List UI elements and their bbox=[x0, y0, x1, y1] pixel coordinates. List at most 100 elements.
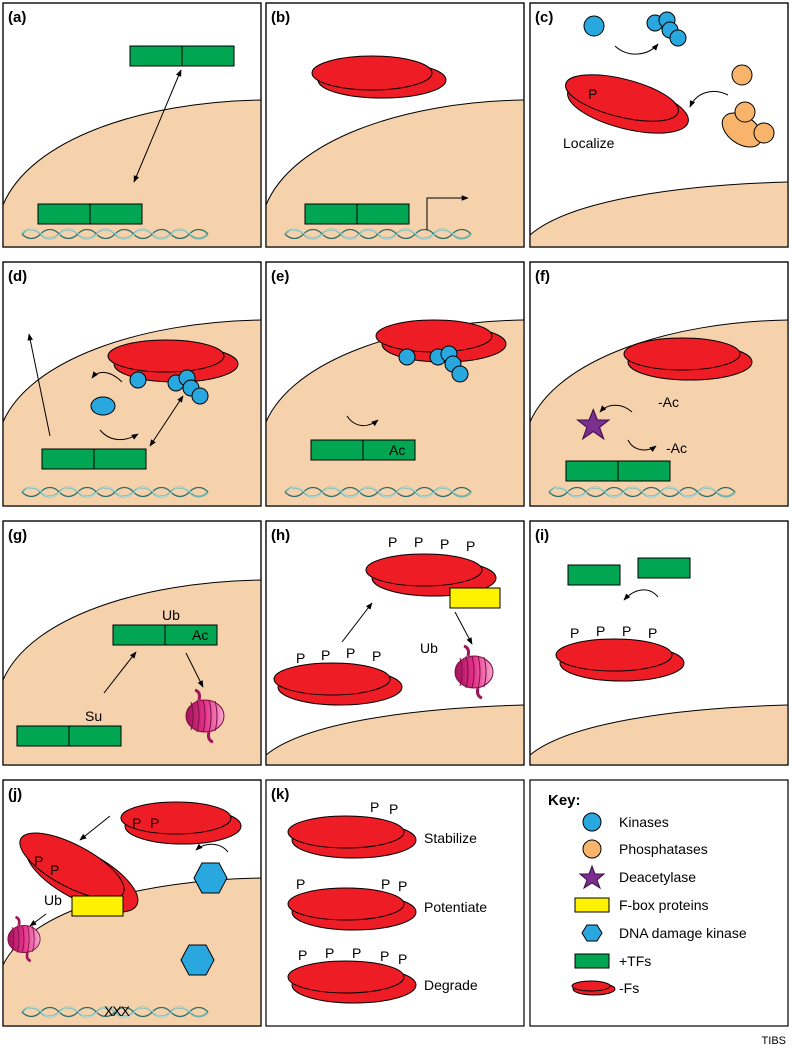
panel-label: (a) bbox=[8, 9, 26, 26]
panel-i: P P P P (i) bbox=[529, 520, 789, 766]
svg-text:P: P bbox=[150, 815, 159, 831]
svg-text:P: P bbox=[440, 536, 449, 552]
kinase-cluster bbox=[398, 345, 469, 383]
export-arrow bbox=[27, 333, 51, 437]
arrow bbox=[454, 611, 473, 645]
svg-text:P: P bbox=[380, 948, 389, 964]
svg-text:P: P bbox=[372, 648, 381, 664]
arrow bbox=[103, 651, 137, 694]
svg-text:P: P bbox=[398, 878, 407, 894]
svg-text:P: P bbox=[389, 801, 398, 817]
svg-text:-Ac: -Ac bbox=[658, 394, 679, 410]
svg-text:P: P bbox=[388, 534, 397, 550]
panel-label: (e) bbox=[271, 268, 289, 285]
svg-text:P: P bbox=[325, 945, 334, 961]
panel-h: P P P P Ub P P P P (h) bbox=[265, 520, 525, 766]
transcription-factor-dimer bbox=[565, 460, 671, 482]
phosphorylated-repressor: P P P P bbox=[365, 534, 497, 597]
phosphatase bbox=[731, 64, 753, 86]
degrade-row: P P P P P Degrade bbox=[287, 945, 478, 1004]
svg-text:Phosphatases: Phosphatases bbox=[619, 841, 708, 857]
svg-text:P: P bbox=[466, 538, 475, 554]
svg-text:F-box proteins: F-box proteins bbox=[619, 897, 708, 913]
panel-d: (d) bbox=[2, 261, 262, 507]
legend-item-f-box-proteins: F-box proteins bbox=[574, 897, 708, 913]
svg-text:P: P bbox=[622, 623, 631, 639]
transcription-factor-dimer bbox=[129, 45, 235, 67]
kinase-cluster bbox=[646, 11, 687, 47]
repressor-protein bbox=[107, 339, 239, 383]
svg-text:P: P bbox=[50, 862, 59, 878]
nucleus-region bbox=[3, 878, 261, 1026]
svg-text:DNA damage kinase: DNA damage kinase bbox=[619, 925, 747, 941]
degrade-label: Degrade bbox=[424, 977, 478, 993]
potentiate-row: P P P Potentiate bbox=[287, 876, 487, 931]
transcription-factor-dimer bbox=[16, 725, 122, 747]
star-icon bbox=[578, 864, 606, 890]
transcription-factor-dimer: Ac bbox=[112, 624, 218, 646]
phosphorylated-repressor: P P P P bbox=[273, 645, 403, 706]
transcription-factor-dimer bbox=[41, 448, 147, 470]
kinase-circle-icon bbox=[582, 812, 602, 832]
panel-g: Ub Ac Su (g) bbox=[2, 520, 262, 766]
arrow bbox=[79, 815, 111, 841]
svg-text:P: P bbox=[296, 876, 305, 892]
arrow bbox=[623, 589, 659, 601]
arrow bbox=[99, 429, 139, 440]
phosphatase-circle-icon bbox=[582, 839, 602, 859]
repressor-protein bbox=[311, 55, 447, 99]
svg-text:P: P bbox=[352, 945, 361, 961]
panel-k: P P Stabilize P P P Potentiate P P P P P… bbox=[265, 779, 525, 1027]
transcription-factor-dimer: Ac bbox=[310, 439, 416, 461]
svg-text:P: P bbox=[298, 947, 307, 963]
kinase bbox=[583, 15, 605, 37]
arrow bbox=[341, 602, 373, 643]
double-arrow bbox=[133, 69, 182, 183]
arrow bbox=[599, 404, 633, 413]
arrow bbox=[195, 843, 229, 853]
svg-text:P: P bbox=[588, 86, 597, 102]
arrow bbox=[614, 43, 659, 55]
damage-mark: XXX bbox=[104, 1003, 131, 1019]
panel-label: (d) bbox=[8, 268, 27, 285]
panel-label: (b) bbox=[271, 9, 290, 26]
potentiate-label: Potentiate bbox=[424, 899, 487, 915]
arrow bbox=[627, 439, 657, 453]
legend-item-kinases: Kinases bbox=[582, 812, 669, 832]
f-box-protein bbox=[71, 895, 124, 917]
phosphorylated-repressor: P P bbox=[19, 832, 139, 913]
panel-f: -Ac -Ac (f) bbox=[529, 261, 789, 507]
arrow bbox=[689, 91, 729, 108]
svg-text:Ac: Ac bbox=[389, 442, 405, 458]
yellow-rect-icon bbox=[574, 897, 610, 913]
kinase-cluster bbox=[129, 369, 209, 405]
panel-label: (j) bbox=[8, 786, 22, 803]
localize-label: Localize bbox=[563, 135, 615, 151]
phosphorylated-repressor: P P P P bbox=[555, 623, 685, 682]
svg-text:P: P bbox=[321, 647, 330, 663]
legend-box: Key: Kinases Phosphatases Deacetylase F-… bbox=[529, 779, 789, 1027]
phosphatase-cluster bbox=[721, 101, 775, 148]
kinase bbox=[90, 396, 116, 416]
arrow bbox=[185, 652, 204, 688]
arrow bbox=[91, 371, 123, 383]
svg-text:Ub: Ub bbox=[44, 892, 62, 908]
legend-item-dna-damage-kinase: DNA damage kinase bbox=[581, 924, 747, 942]
hexagon-icon bbox=[581, 924, 603, 942]
svg-text:P: P bbox=[346, 645, 355, 661]
legend-item-tfs: +TFs bbox=[574, 953, 651, 969]
panel-e: Ac (e) bbox=[265, 261, 525, 507]
nucleus-region bbox=[266, 705, 524, 765]
svg-text:Ub: Ub bbox=[162, 607, 180, 623]
transcription-arrow bbox=[426, 195, 469, 230]
arrow bbox=[29, 913, 47, 927]
dna-damage-kinase bbox=[193, 862, 228, 894]
panel-label: (g) bbox=[8, 527, 27, 544]
svg-text:Ub: Ub bbox=[420, 640, 438, 656]
deacetylase-star bbox=[575, 408, 611, 441]
svg-text:P: P bbox=[414, 534, 423, 550]
svg-text:Ac: Ac bbox=[192, 627, 208, 643]
panel-j: XXX P P P P Ub (j) bbox=[2, 779, 262, 1027]
nucleus-region bbox=[530, 705, 788, 765]
